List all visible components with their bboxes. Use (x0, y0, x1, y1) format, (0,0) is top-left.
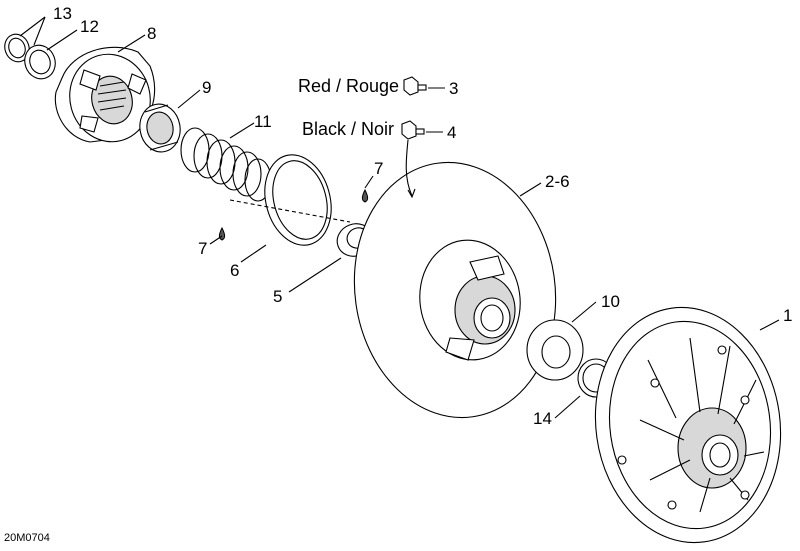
callout-11: 11 (254, 112, 272, 131)
part-10-shim (526, 319, 584, 381)
part-12-washer (24, 44, 56, 80)
callout-10: 10 (601, 292, 620, 311)
callout-leader-lines (19, 16, 780, 419)
callout-12: 12 (80, 17, 99, 36)
part-8-cam-housing (54, 46, 156, 143)
callout-13: 13 (53, 4, 72, 23)
part-13-retaining-ring (4, 33, 30, 63)
figure-code: 20M0704 (4, 532, 50, 544)
callout-14: 14 (533, 409, 552, 428)
lubricant-drop-icon (361, 188, 369, 203)
legend-red-label: Red / Rouge (298, 76, 400, 96)
callout-7b: 7 (198, 239, 208, 258)
callout-1: 1 (783, 306, 793, 325)
callout-2-6: 2-6 (545, 172, 570, 191)
callout-5: 5 (273, 287, 283, 306)
callout-3: 3 (449, 79, 459, 98)
legend-black-label: Black / Noir (302, 119, 395, 139)
part-9-bushing (139, 103, 181, 153)
lubricant-drop-icon (218, 226, 226, 241)
part-6-cover-ring (229, 154, 351, 246)
part-1-fixed-sheave (594, 306, 782, 544)
callout-4: 4 (447, 123, 457, 142)
callout-9: 9 (202, 78, 212, 97)
callout-6: 6 (230, 261, 240, 280)
part-4-black-weight (401, 120, 425, 140)
callout-8: 8 (147, 24, 157, 43)
callout-7a: 7 (374, 159, 384, 178)
part-2-6-sliding-sheave (353, 161, 557, 419)
part-11-spring (180, 127, 272, 202)
part-3-red-weight (403, 76, 427, 96)
